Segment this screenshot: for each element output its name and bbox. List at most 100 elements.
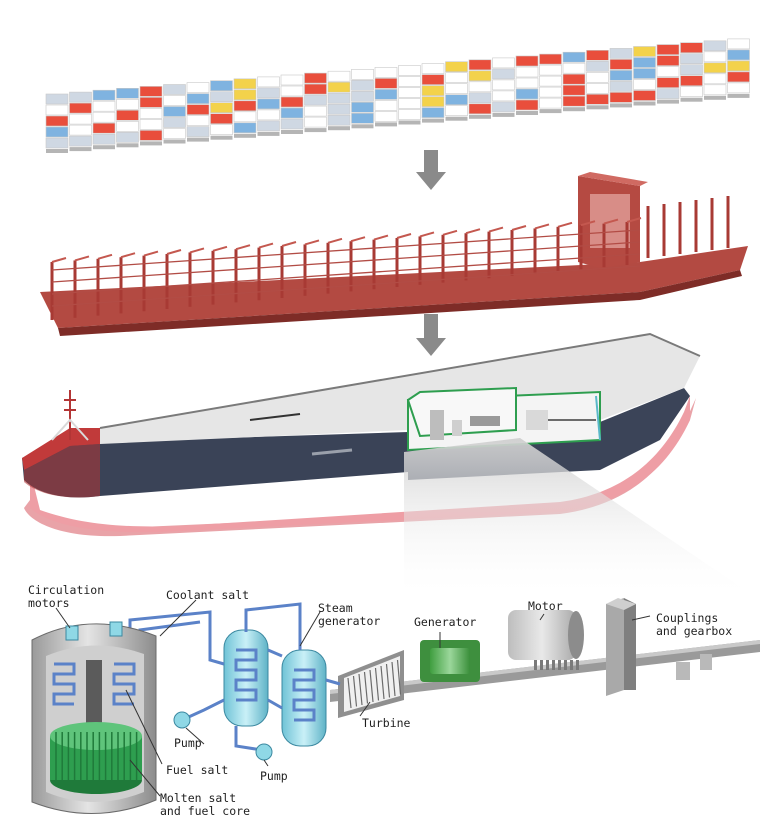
container-base [69,147,92,152]
frame-beam [419,231,435,238]
couplings-and-gearbox [606,598,712,696]
container-box [116,88,139,99]
frame-beam [442,229,458,236]
container-box [468,103,492,115]
container-box [398,87,421,98]
container-box [139,86,163,97]
turbine-blade [374,667,380,701]
frame-beam [120,252,136,259]
frame-beam [258,242,274,249]
container-box [374,67,398,78]
container-box [656,66,680,77]
container-box [69,135,92,147]
container-box [92,89,116,101]
container-box [257,76,280,88]
container-box [257,98,280,110]
frame-rail [51,229,641,271]
container-base [328,126,350,131]
label-pump: Pump [174,736,202,750]
container-box [163,117,186,128]
label-motor: Motor [528,599,563,613]
container-box [139,97,163,108]
container-box [539,53,562,65]
container-box [233,100,257,112]
container-box [727,38,750,50]
container-box [398,98,421,109]
container-box [727,49,750,61]
propulsion-schematic [31,598,760,814]
container-box [116,132,139,143]
container-box [492,68,515,80]
container-base [657,99,679,104]
motor-fin [564,660,567,670]
container-box [351,69,374,80]
frame-rail [51,241,641,283]
container-box [539,64,562,76]
container-box [492,90,515,102]
turbine-blade [347,677,352,709]
container-box [45,93,69,105]
container-box [186,93,210,104]
frame-beam [626,217,642,223]
pump-icon [173,711,191,729]
turbine-blade [391,661,396,697]
frame-beam [74,255,90,262]
container-box [633,79,656,90]
container-box [492,57,515,69]
container-box [609,70,633,81]
cell-guide-frames [40,172,748,336]
motor-fin [552,660,555,670]
container-box [421,85,445,96]
container-box [492,79,515,91]
frame-beam [350,236,366,243]
motor-fin [534,660,537,670]
container-box [210,91,233,102]
frame-beam [465,228,481,235]
container-base [610,103,632,108]
container-box [69,124,92,136]
container-box [45,137,69,149]
container-box [680,53,703,65]
frame-beam [189,247,205,254]
motor-fin [558,660,561,670]
container-box [656,44,680,55]
container-box [69,102,92,114]
container-box [421,107,445,118]
frame-rail [51,265,641,307]
frame-rail [51,253,641,295]
turbine-blade [380,665,385,700]
container-box [727,71,750,83]
container-box [445,61,468,73]
container-box [304,72,327,84]
container-box [633,68,656,79]
container-box [703,51,727,63]
container-box [374,100,398,111]
container-box [351,80,374,91]
container-box [69,113,92,125]
frame-beam [373,234,389,241]
container-base [633,101,656,106]
container-box [633,90,656,101]
container-box [562,84,586,96]
container-base [680,97,703,102]
down-arrow-icon [416,150,446,190]
container-box [468,59,492,71]
container-box [703,62,727,74]
turbine-blade [352,675,358,707]
container-box [327,103,351,115]
container-box [680,75,703,86]
container-box [280,96,304,108]
container-box [186,104,210,115]
container-box [421,74,445,85]
container-box [139,130,163,141]
turbine [338,650,404,718]
container-box [398,76,421,87]
frame-beam [557,221,573,228]
container-box [186,82,210,93]
turbine-blade [363,671,369,704]
container-box [656,55,680,66]
container-box [680,64,703,75]
motor-fin [546,660,549,670]
frame-beam [488,226,504,233]
